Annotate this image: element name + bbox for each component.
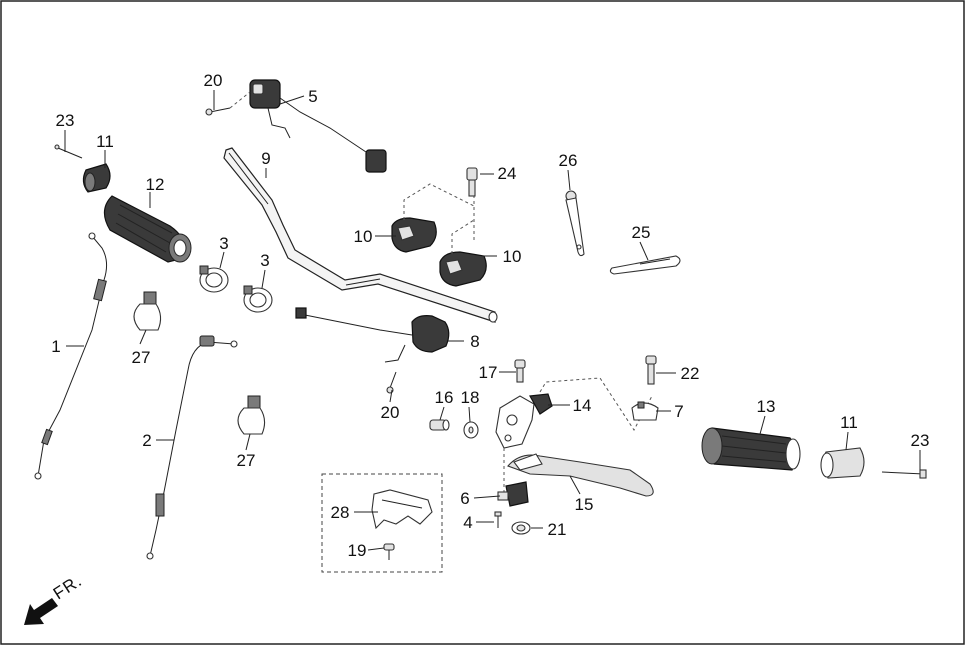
callout-10-left: 10 [354,227,373,246]
pin-16-part [429,419,450,431]
callout-14: 14 [573,396,592,415]
callout-18: 18 [461,388,480,407]
callout-27-lower: 27 [237,451,256,470]
callout-13: 13 [757,397,776,416]
callout-16: 16 [435,388,454,407]
callout-8: 8 [470,332,479,351]
clamp-a-part [199,265,229,293]
front-label: FR. [50,571,86,603]
clutch-cable-part [146,335,238,560]
throttle-cable-part [34,232,108,480]
callout-19: 19 [348,541,367,560]
callout-4: 4 [463,513,472,532]
callout-24: 24 [498,164,517,183]
bolt-22-part [645,355,657,385]
clamp-b-part [243,285,273,313]
callout-6: 6 [460,489,469,508]
right-switch-assembly-part [295,307,450,363]
cable-band-b-part [237,395,266,435]
left-switch-assembly-part [249,79,387,173]
clutch-switch-part [497,481,529,507]
end-bolt-right-part [881,469,927,479]
grip-end-left-part [82,163,111,193]
leader-lines [64,90,921,551]
callout-22: 22 [681,364,700,383]
lever-holder-part [495,393,553,449]
screw-20-lower-part [386,371,397,394]
holder-dashed-leaders [403,183,475,254]
cover-28-part [371,489,433,530]
front-arrow-icon [24,598,58,625]
screw-4-part [494,511,502,528]
callout-2: 2 [142,431,151,450]
front-direction-indicator: FR. [24,571,86,625]
tool-26-part [565,190,585,257]
callout-5: 5 [308,87,317,106]
callout-23-right: 23 [911,431,930,450]
holder-bolt-part [466,167,478,197]
callout-11-right: 11 [840,413,858,432]
callout-27-upper: 27 [132,348,151,367]
grip-right-part [701,427,801,471]
callout-25: 25 [632,223,651,242]
grip-end-right-part [820,447,865,479]
callout-3-left: 3 [219,234,228,253]
callout-15: 15 [575,495,594,514]
callout-21: 21 [548,520,567,539]
callout-20-upper: 20 [204,71,223,90]
end-bolt-left-part [54,144,83,159]
cable-band-a-part [133,291,162,331]
tool-25-part [609,255,681,275]
lever-clamp-7-part [631,401,659,421]
nut-21-part [511,521,531,535]
callout-9: 9 [261,149,270,168]
callout-10-right: 10 [503,247,522,266]
callout-7: 7 [674,402,683,421]
handlebar-holder-right-part [439,251,487,287]
callout-11-left: 11 [96,132,114,151]
optional-parts-box [321,473,443,573]
clutch-lever-part [507,453,654,497]
callout-26: 26 [559,151,578,170]
handlebar-holder-left-part [391,217,437,253]
grip-left-part [103,195,192,263]
callout-23-left: 23 [56,111,75,130]
callout-3-right: 3 [260,251,269,270]
callout-1: 1 [51,337,60,356]
callout-28: 28 [331,503,350,522]
washer-18-part [463,421,479,439]
callout-17: 17 [479,363,498,382]
handlebar-part [223,147,498,323]
callout-12: 12 [146,175,165,194]
callout-20-lower: 20 [381,403,400,422]
screw-19-part [383,543,395,560]
screw-20-upper-part [205,91,251,116]
bolt-17-part [514,359,526,383]
